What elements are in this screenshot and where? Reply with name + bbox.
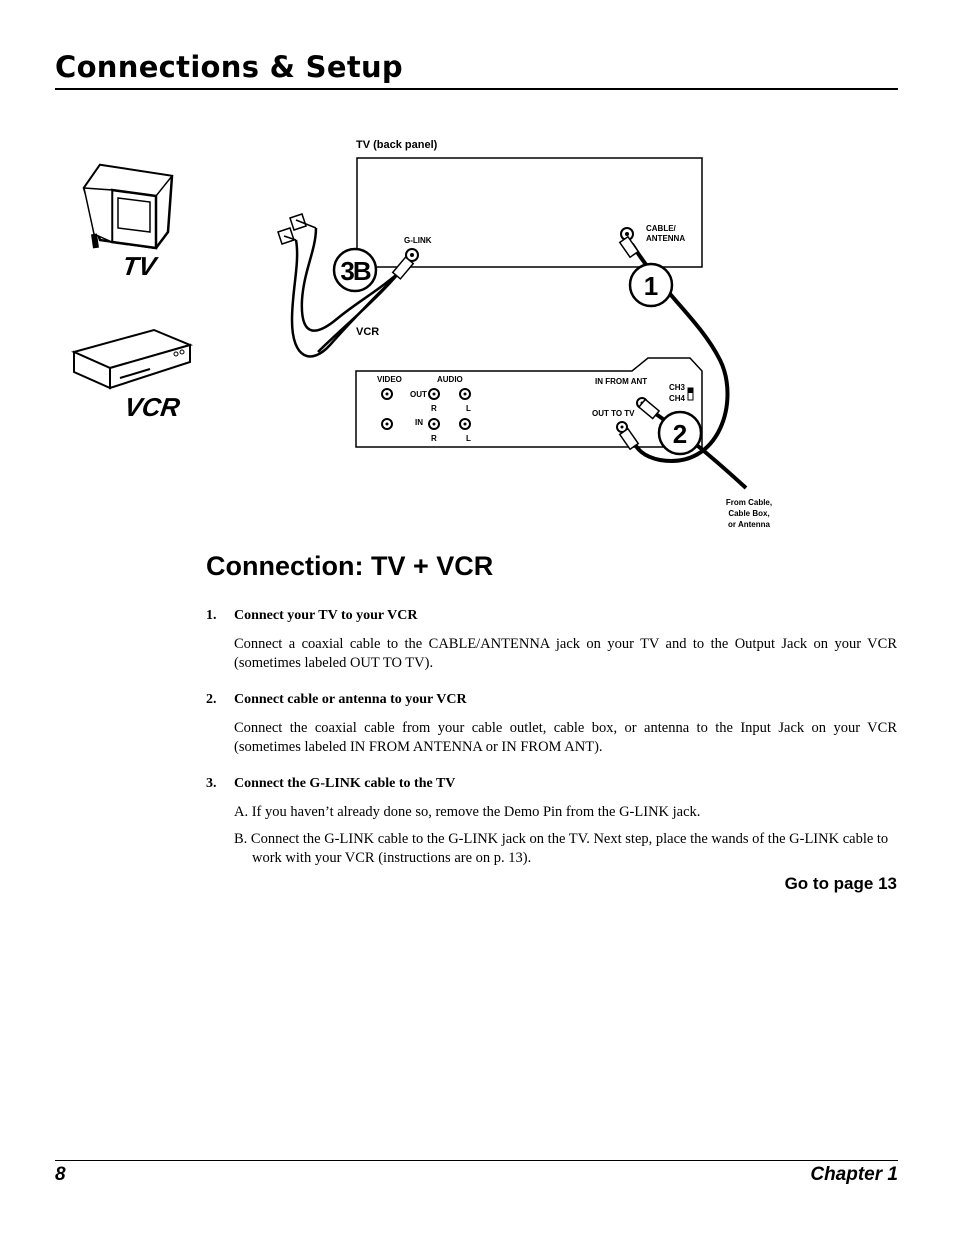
audio-label: AUDIO	[437, 375, 463, 384]
coax-cable-tv-to-vcr	[630, 242, 730, 463]
out-to-tv-label: OUT TO TV	[592, 409, 635, 418]
section-title: Connection: TV + VCR	[206, 551, 494, 581]
coax-plug-vcr-out	[618, 427, 640, 451]
out-label: OUT	[410, 390, 427, 399]
go-to-page-link[interactable]: Go to page 13	[784, 874, 897, 893]
coax-plug-tv	[618, 235, 640, 259]
callout-2: 2	[657, 410, 703, 456]
vcr-panel-label: VCR	[356, 326, 379, 338]
step-3-heading: 3. Connect the G-LINK cable to the TV	[206, 776, 455, 792]
connection-diagram: TV VCR TV (back panel) G-LINK CABLE/ ANT…	[71, 139, 772, 529]
glink-wands	[277, 213, 317, 245]
from-cable-label-3: or Antenna	[728, 520, 770, 529]
tv-panel-label: TV (back panel)	[356, 139, 438, 151]
out-r-label: R	[431, 404, 437, 413]
step-1-body: Connect a coaxial cable to the CABLE/ANT…	[234, 636, 897, 671]
page-header-title: Connections & Setup	[55, 50, 403, 84]
callout-1: 1	[628, 262, 674, 308]
out-l-label: L	[466, 404, 471, 413]
step-2-body: Connect the coaxial cable from your cabl…	[234, 720, 897, 755]
step-2-title: Connect cable or antenna to your VCR	[234, 692, 467, 707]
in-l-label: L	[466, 434, 471, 443]
glink-jack-label: G-LINK	[404, 236, 432, 245]
glink-cable	[290, 227, 405, 358]
vcr-back-panel	[355, 357, 703, 448]
ch3-ch4-switch-knob	[688, 388, 693, 393]
header-rule	[55, 88, 898, 90]
coax-plug-vcr-in	[637, 398, 661, 420]
footer-rule	[55, 1160, 898, 1161]
callout-1-label: 1	[644, 271, 658, 301]
step-2-number: 2.	[206, 692, 217, 707]
callout-3b-label: 3B	[340, 256, 370, 286]
ch3-label: CH3	[669, 383, 686, 392]
from-cable-label-2: Cable Box,	[728, 509, 769, 518]
in-r-label: R	[431, 434, 437, 443]
glink-jack	[405, 248, 419, 262]
callout-2-label: 2	[673, 419, 687, 449]
from-cable-label-1: From Cable,	[726, 498, 772, 507]
vcr-icon-label: VCR	[123, 392, 182, 422]
step-3-sub-a: A. If you haven’t already done so, remov…	[234, 804, 701, 820]
step-2-heading: 2. Connect cable or antenna to your VCR	[206, 692, 467, 708]
ch4-label: CH4	[669, 394, 686, 403]
cable-antenna-label-1: CABLE/	[646, 224, 677, 233]
step-1-number: 1.	[206, 608, 217, 623]
glink-plug	[391, 256, 415, 280]
chapter-label: Chapter 1	[810, 1164, 898, 1185]
callout-3b: 3B	[332, 247, 378, 293]
tv-icon-label: TV	[121, 251, 161, 281]
page-number: 8	[55, 1164, 66, 1185]
step-3-number: 3.	[206, 776, 217, 791]
video-label: VIDEO	[377, 375, 402, 384]
step-3-title: Connect the G-LINK cable to the TV	[234, 776, 456, 791]
in-label: IN	[415, 418, 423, 427]
step-3-sub-b: B. Connect the G-LINK cable to the G-LIN…	[234, 831, 889, 866]
tv-icon	[82, 163, 174, 250]
av-jack-centers	[385, 392, 467, 426]
vcr-icon	[71, 328, 194, 390]
step-1-heading: 1. Connect your TV to your VCR	[206, 608, 417, 624]
cable-antenna-label-2: ANTENNA	[646, 234, 685, 243]
step-1-title: Connect your TV to your VCR	[234, 608, 418, 623]
in-from-ant-label: IN FROM ANT	[595, 377, 647, 386]
